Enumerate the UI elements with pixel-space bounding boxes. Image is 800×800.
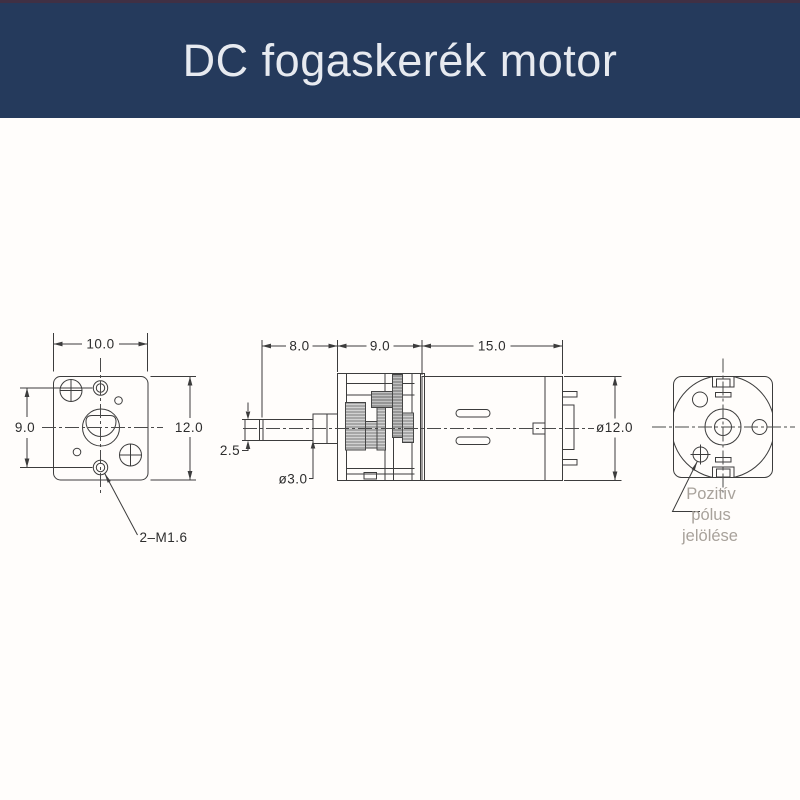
motor-side-view: 8.0 9.0 15.0 2.5 ø3.0 <box>220 339 633 487</box>
dim-label-width: 10.0 <box>86 337 114 352</box>
screw-head-bottom-right-icon <box>119 443 142 467</box>
polarity-note-line3: jelölése <box>681 527 738 545</box>
gear-small <box>365 421 378 449</box>
arrowhead <box>413 343 422 349</box>
output-shaft <box>244 419 314 441</box>
arrowhead <box>691 461 698 471</box>
arrowhead <box>53 341 63 347</box>
arrowhead <box>422 343 431 349</box>
dim-label-height: 12.0 <box>175 420 203 435</box>
thread-callout: 2–M1.6 <box>104 472 188 545</box>
dim-label-motor-diameter: ø12.0 <box>596 420 633 435</box>
polarity-note-line1: Pozitív <box>686 485 736 503</box>
screw-head-top-left-icon <box>59 379 83 402</box>
arrowhead <box>104 473 111 483</box>
dimension-shaft-flat: 2.5 <box>220 402 255 458</box>
arrowhead <box>612 471 618 481</box>
gear-train <box>345 374 414 451</box>
arrowhead <box>262 343 271 349</box>
dimension-chain-top: 8.0 9.0 15.0 <box>261 339 563 418</box>
arrowhead <box>310 440 316 449</box>
dim-label-shaft-diameter: ø3.0 <box>278 472 307 487</box>
arrowhead <box>553 343 563 349</box>
motor-vent-slot-top <box>455 409 491 418</box>
dim-label-shaft-length: 8.0 <box>289 339 309 354</box>
dim-label-motor-length: 15.0 <box>478 339 506 354</box>
shaft-groove <box>259 419 264 441</box>
dim-label-gearbox-length: 9.0 <box>370 339 390 354</box>
arrowhead <box>245 411 251 420</box>
pin-hole-lower-left <box>72 447 82 457</box>
pin-hole-upper-right <box>114 396 123 405</box>
gear-tall <box>392 374 403 438</box>
page-title: DC fogaskerék motor <box>182 34 618 86</box>
gearbox-bottom-tab <box>363 472 377 480</box>
brush-housing <box>562 404 575 450</box>
arrowhead <box>245 440 251 449</box>
motor-rear-view: Pozitív pólus jelölése <box>652 358 795 545</box>
title-banner: DC fogaskerék motor <box>0 0 800 118</box>
thread-callout-label: 2–M1.6 <box>140 530 188 545</box>
arrowhead <box>187 376 193 386</box>
dimension-width: 10.0 <box>53 333 148 372</box>
dimension-hole-spacing: 9.0 <box>15 387 93 468</box>
arrowhead <box>612 376 618 386</box>
gear-large <box>345 402 366 451</box>
terminal-top <box>562 391 578 398</box>
arrowhead <box>24 388 30 397</box>
motor-vent-slot-bottom <box>455 436 491 445</box>
dimension-shaft-diameter: ø3.0 <box>278 440 316 487</box>
dimension-height: 12.0 <box>150 376 203 481</box>
arrowhead <box>328 343 338 349</box>
polarity-note-line2: pólus <box>691 506 730 524</box>
arrowhead <box>187 471 193 480</box>
terminal-bottom <box>562 459 578 466</box>
dim-label-hole-spacing: 9.0 <box>15 420 35 435</box>
dim-label-shaft-flat: 2.5 <box>220 443 240 458</box>
arrowhead <box>138 341 148 347</box>
arrowhead <box>24 458 30 468</box>
gear-output <box>402 412 414 443</box>
arrowhead <box>337 343 347 349</box>
polarity-leader <box>671 460 700 512</box>
output-shaft-d-profile <box>85 415 117 437</box>
positive-pole-mark-icon <box>690 444 711 465</box>
rear-hole-upper-left <box>692 391 708 408</box>
gearbox-front-view: 10.0 9.0 12.0 2–M1.6 <box>15 333 203 545</box>
dimension-motor-diameter: ø12.0 <box>564 376 633 481</box>
